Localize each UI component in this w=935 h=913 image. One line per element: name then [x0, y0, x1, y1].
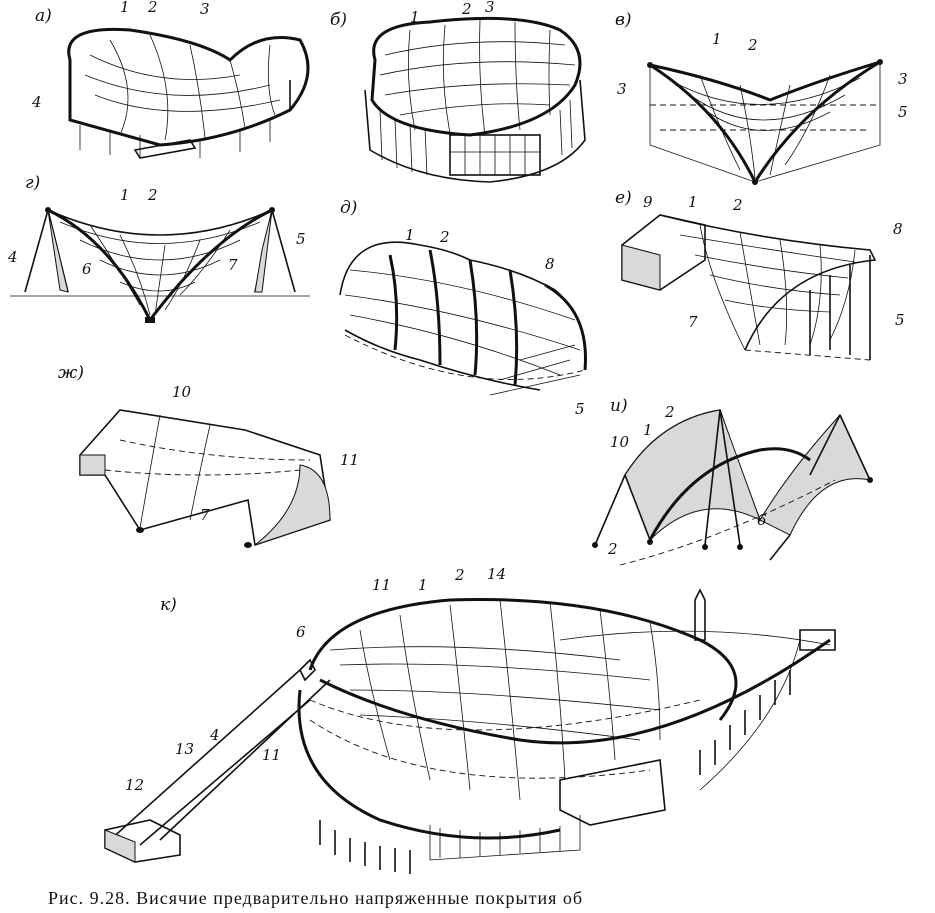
panel-a-drawing	[67, 27, 310, 159]
panel-label-a: а)	[35, 6, 52, 26]
callout-e-1: 1	[688, 193, 698, 211]
panel-label-b: б)	[330, 10, 348, 30]
callout-k-2: 2	[455, 566, 465, 584]
callout-a-1: 1	[120, 0, 130, 16]
callout-zh-7: 7	[200, 506, 210, 524]
panel-k-drawing	[104, 588, 836, 874]
callout-k-11a: 11	[372, 576, 392, 594]
callout-e-7: 7	[688, 313, 698, 331]
callout-e-8: 8	[893, 220, 903, 238]
callout-i-2a: 2	[665, 403, 675, 421]
callout-v-3a: 3	[617, 80, 627, 98]
callout-i-10: 10	[610, 433, 630, 451]
callout-zh-11: 11	[340, 451, 360, 469]
callout-b-2: 2	[462, 0, 472, 18]
callout-d-8: 8	[545, 255, 555, 273]
callout-v-5: 5	[898, 103, 908, 121]
panel-g-drawing	[10, 207, 310, 323]
callout-k-6: 6	[296, 623, 306, 641]
panel-label-d: д)	[340, 198, 358, 218]
panel-label-k: к)	[160, 595, 177, 615]
callout-b-1: 1	[410, 8, 420, 26]
callout-k-14: 14	[487, 565, 507, 583]
callout-v-1: 1	[712, 30, 722, 48]
panel-zh-drawing	[79, 409, 331, 548]
callout-e-5: 5	[895, 311, 905, 329]
callout-g-4: 4	[8, 248, 18, 266]
panel-label-v: в)	[615, 10, 632, 30]
panel-label-g: г)	[25, 173, 41, 193]
callout-i-1: 1	[643, 421, 653, 439]
callout-k-12: 12	[125, 776, 145, 794]
panel-e-drawing	[621, 214, 877, 361]
callout-a-2: 2	[148, 0, 158, 16]
callout-v-2: 2	[748, 36, 758, 54]
callout-g-6: 6	[82, 260, 92, 278]
callout-d-5: 5	[575, 400, 585, 418]
figure-caption: Рис. 9.28. Висячие предварительно напряж…	[48, 888, 584, 908]
callout-e-2: 2	[733, 196, 743, 214]
panel-d-drawing	[339, 241, 587, 396]
callout-i-2b: 2	[608, 540, 618, 558]
panel-label-i: и)	[610, 396, 628, 416]
callout-b-3: 3	[485, 0, 495, 16]
panel-label-e: е)	[615, 188, 632, 208]
panel-b-drawing	[364, 16, 586, 183]
panel-i-drawing	[592, 409, 873, 566]
callout-g-2: 2	[148, 186, 158, 204]
callout-k-1: 1	[418, 576, 428, 594]
callout-d-1: 1	[405, 226, 415, 244]
callout-e-9: 9	[643, 193, 653, 211]
callout-a-4: 4	[32, 93, 42, 111]
panel-label-zh: ж)	[58, 363, 84, 383]
callout-g-5: 5	[296, 230, 306, 248]
callout-i-6: 6	[757, 511, 767, 529]
callout-v-3b: 3	[898, 70, 908, 88]
callout-a-3: 3	[200, 0, 210, 18]
callout-g-1: 1	[120, 186, 130, 204]
panel-v-drawing	[647, 59, 883, 186]
callout-k-13: 13	[175, 740, 195, 758]
callout-k-11b: 11	[262, 746, 282, 764]
callout-d-2: 2	[440, 228, 450, 246]
callout-k-4: 4	[210, 726, 220, 744]
callout-g-7: 7	[228, 256, 238, 274]
callout-zh-10: 10	[172, 383, 192, 401]
